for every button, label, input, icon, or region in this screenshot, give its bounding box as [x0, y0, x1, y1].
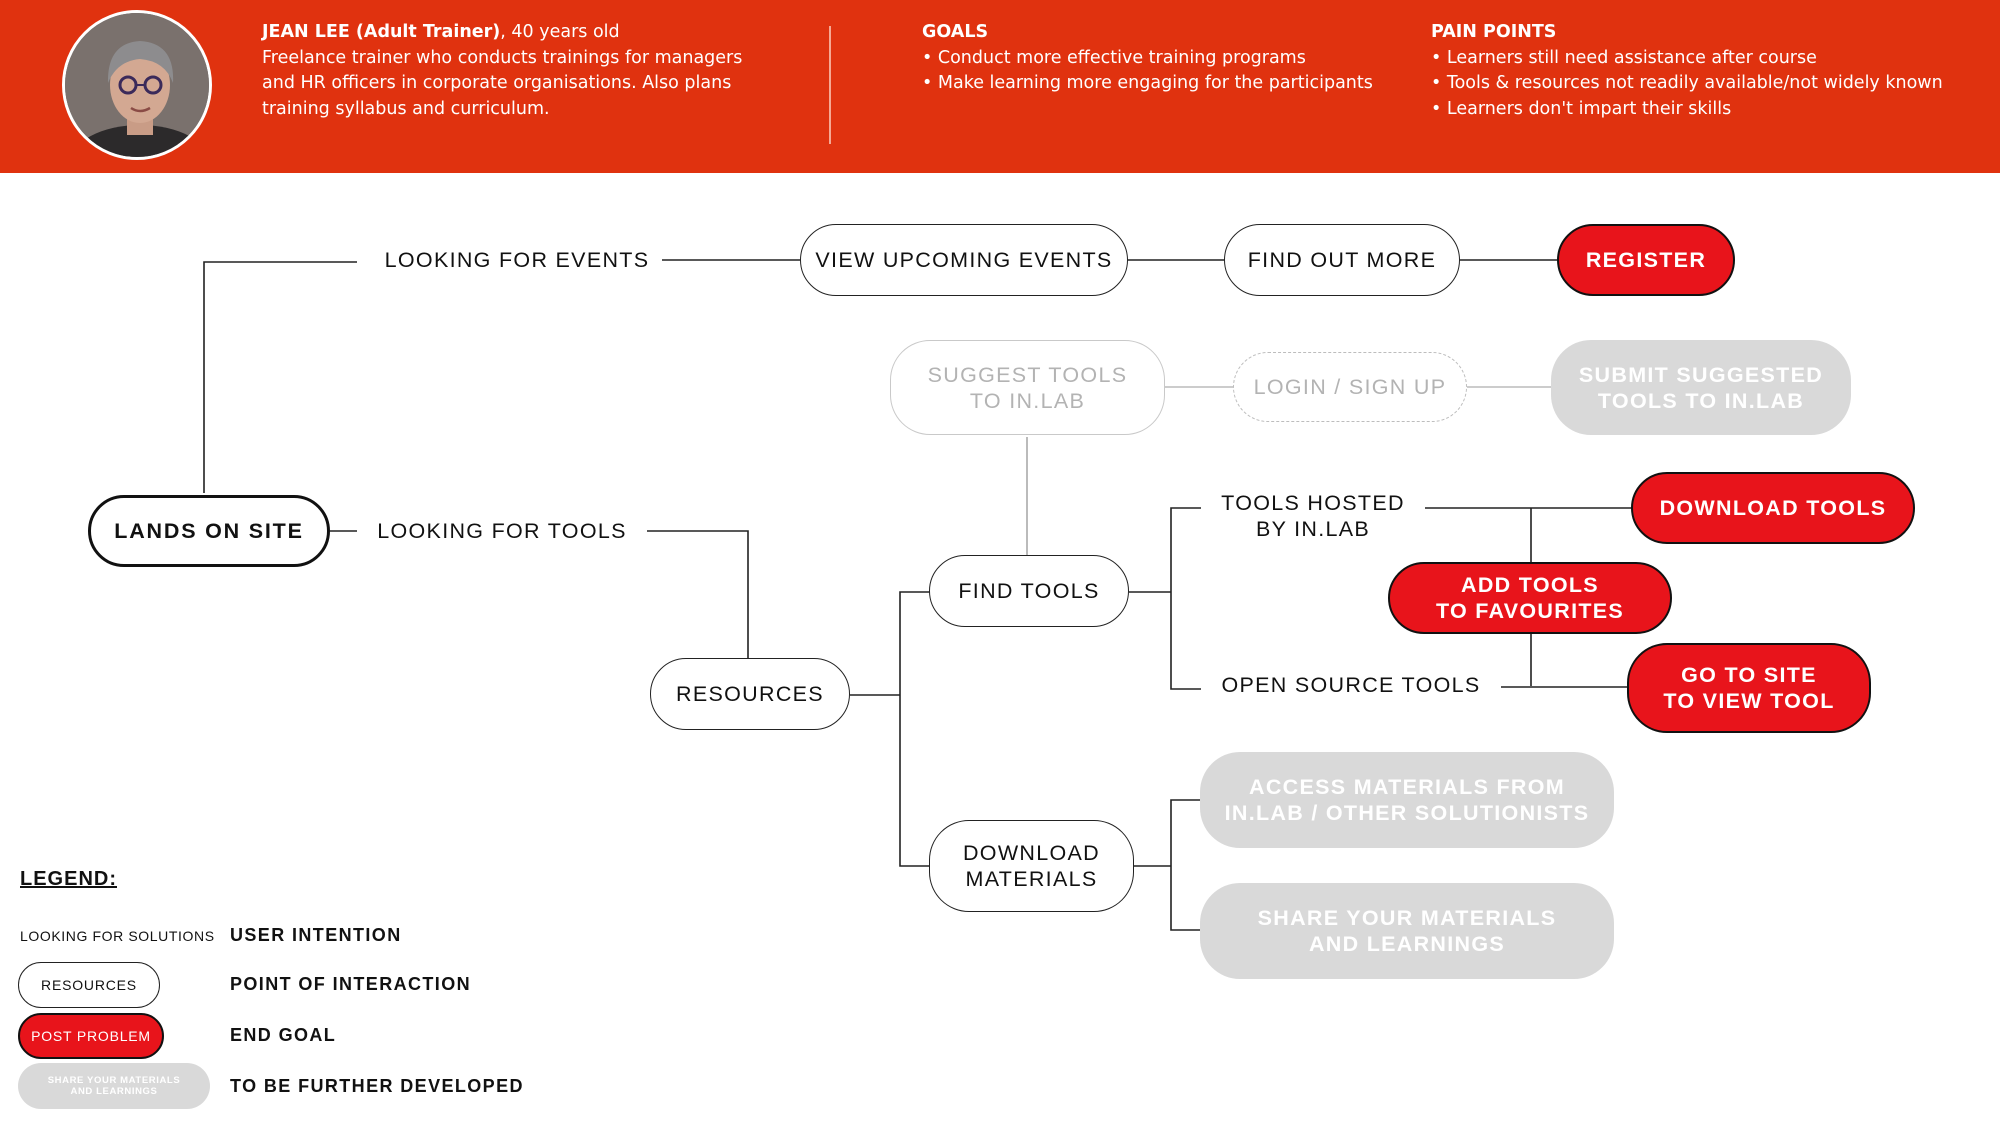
find-tools-node: FIND TOOLS: [929, 555, 1129, 627]
pain-points-title: PAIN POINTS: [1431, 22, 1557, 42]
persona-header: JEAN LEE (Adult Trainer), 40 years old F…: [0, 0, 2000, 173]
download-tools-node: DOWNLOAD TOOLS: [1631, 472, 1915, 544]
pain-point-item: • Tools & resources not readily availabl…: [1431, 73, 1943, 93]
persona-bio-line: Freelance trainer who conducts trainings…: [262, 47, 743, 68]
goals-title: GOALS: [922, 22, 989, 42]
looking-for-events-label: LOOKING FOR EVENTS: [384, 248, 650, 272]
persona-name: JEAN LEE (Adult Trainer): [262, 22, 501, 42]
access-materials-node: ACCESS MATERIALS FROM IN.LAB / OTHER SOL…: [1200, 752, 1614, 848]
persona-portrait-icon: [65, 13, 209, 157]
open-source-tools-label: OPEN SOURCE TOOLS: [1221, 673, 1481, 697]
legend-sample-end-goal: POST PROBLEM: [18, 1013, 164, 1059]
legend-meaning-end-goal: END GOAL: [230, 1025, 337, 1045]
persona-bio-line: and HR officers in corporate organisatio…: [262, 73, 732, 93]
submit-suggested-tools-node: SUBMIT SUGGESTED TOOLS TO IN.LAB: [1551, 340, 1851, 435]
add-to-favourites-node: ADD TOOLS TO FAVOURITES: [1388, 562, 1672, 634]
pain-point-item: • Learners still need assistance after c…: [1431, 47, 1817, 68]
legend-meaning-intention: USER INTENTION: [230, 925, 402, 945]
persona-age: , 40 years old: [500, 22, 620, 42]
goal-item: • Make learning more engaging for the pa…: [922, 73, 1373, 93]
find-out-more-node: FIND OUT MORE: [1224, 224, 1460, 296]
goals-section: GOALS • Conduct more effective training …: [922, 20, 1373, 97]
legend-sample-intention: LOOKING FOR SOLUTIONS: [20, 928, 215, 944]
persona-avatar: [62, 10, 212, 160]
persona-description: JEAN LEE (Adult Trainer), 40 years old F…: [262, 20, 742, 122]
legend-sample-future: SHARE YOUR MATERIALS AND LEARNINGS: [18, 1063, 210, 1109]
goal-item: • Conduct more effective training progra…: [922, 47, 1306, 68]
tools-hosted-label: TOOLS HOSTED BY IN.LAB: [1221, 491, 1405, 541]
legend-sample-interaction: RESOURCES: [18, 962, 160, 1008]
pain-point-item: • Learners don't impart their skills: [1431, 98, 1732, 119]
legend-meaning-future: TO BE FURTHER DEVELOPED: [230, 1076, 524, 1096]
share-materials-node: SHARE YOUR MATERIALS AND LEARNINGS: [1200, 883, 1614, 979]
looking-for-tools-label: LOOKING FOR TOOLS: [377, 519, 627, 543]
persona-bio-line: training syllabus and curriculum.: [262, 98, 550, 119]
download-materials-node: DOWNLOAD MATERIALS: [929, 820, 1134, 912]
login-signup-node: LOGIN / SIGN UP: [1233, 352, 1467, 422]
suggest-tools-node: SUGGEST TOOLS TO IN.LAB: [890, 340, 1165, 435]
header-divider: [829, 26, 831, 144]
lands-on-site-node: LANDS ON SITE: [88, 495, 330, 567]
legend-title: LEGEND:: [20, 868, 117, 890]
legend-meaning-interaction: POINT OF INTERACTION: [230, 974, 471, 994]
register-node: REGISTER: [1557, 224, 1735, 296]
go-to-site-node: GO TO SITE TO VIEW TOOL: [1627, 643, 1871, 733]
resources-node: RESOURCES: [650, 658, 850, 730]
pain-points-section: PAIN POINTS • Learners still need assist…: [1431, 20, 1943, 122]
view-upcoming-events-node: VIEW UPCOMING EVENTS: [800, 224, 1128, 296]
